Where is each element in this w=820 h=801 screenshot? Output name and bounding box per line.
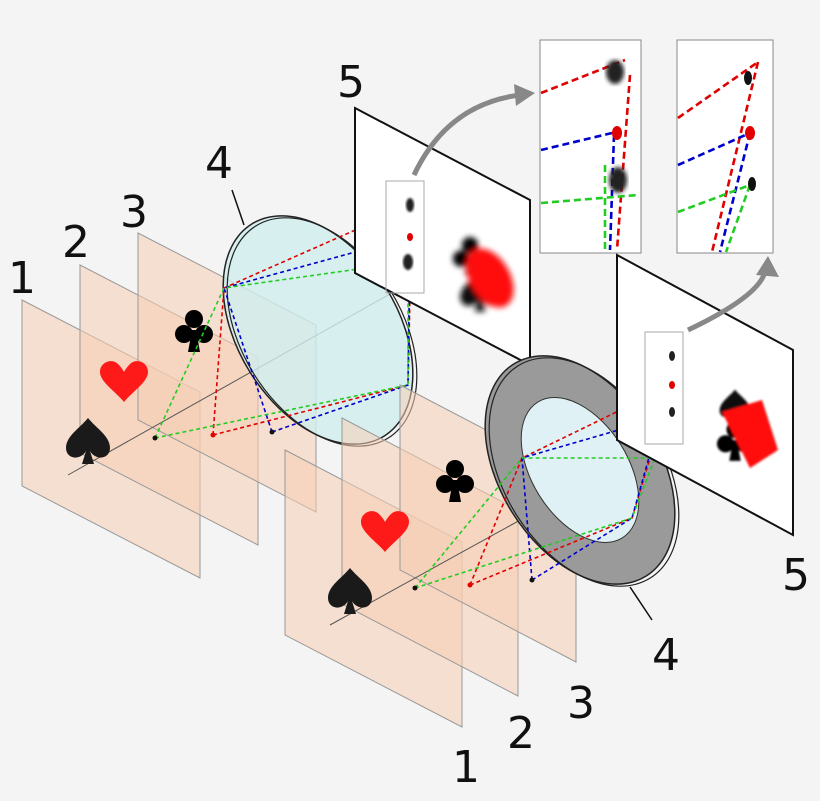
- right-point-1: [412, 585, 418, 591]
- label-right-plane-3: 3: [567, 678, 595, 729]
- label-right-plane-2: 2: [507, 708, 535, 759]
- left-spot-1: [406, 198, 414, 212]
- label-left-screen: 5: [337, 57, 365, 108]
- right-system: [284, 253, 794, 728]
- left-zoom-box: [385, 180, 425, 294]
- label-left-plane-1: 1: [8, 253, 36, 304]
- right-zoom-arrow: [686, 271, 768, 333]
- right-spot-2: [669, 381, 675, 389]
- right-spot-3: [669, 407, 675, 417]
- label-left-lens: 4: [205, 138, 233, 189]
- left-rays: [154, 204, 413, 439]
- left-zoom-arrow: [411, 92, 521, 177]
- left-point-2: [210, 432, 216, 438]
- label-left-plane-3: 3: [120, 187, 148, 238]
- left-inset: [539, 39, 642, 254]
- left-blurred-image: [452, 237, 514, 312]
- left-spot-2: [407, 233, 413, 241]
- right-point-3: [529, 577, 535, 583]
- right-zoom-box: [644, 331, 684, 445]
- left-point-3: [269, 429, 275, 435]
- right-point-2: [467, 582, 473, 588]
- right-arrowhead-icon: [756, 256, 779, 277]
- right-sharper-image: [716, 389, 778, 468]
- label-right-plane-1: 1: [452, 742, 480, 793]
- left-point-1: [152, 435, 158, 441]
- left-spot-3: [403, 254, 413, 270]
- label-left-plane-2: 2: [62, 217, 90, 268]
- label-right-lens: 4: [652, 630, 680, 681]
- right-inset: [676, 39, 774, 254]
- left-lens-leader: [231, 189, 245, 226]
- left-arrowhead-icon: [514, 84, 535, 106]
- right-spot-1: [669, 351, 675, 361]
- label-right-screen: 5: [782, 550, 810, 601]
- left-system: [21, 106, 531, 579]
- right-lens-leader: [629, 586, 653, 621]
